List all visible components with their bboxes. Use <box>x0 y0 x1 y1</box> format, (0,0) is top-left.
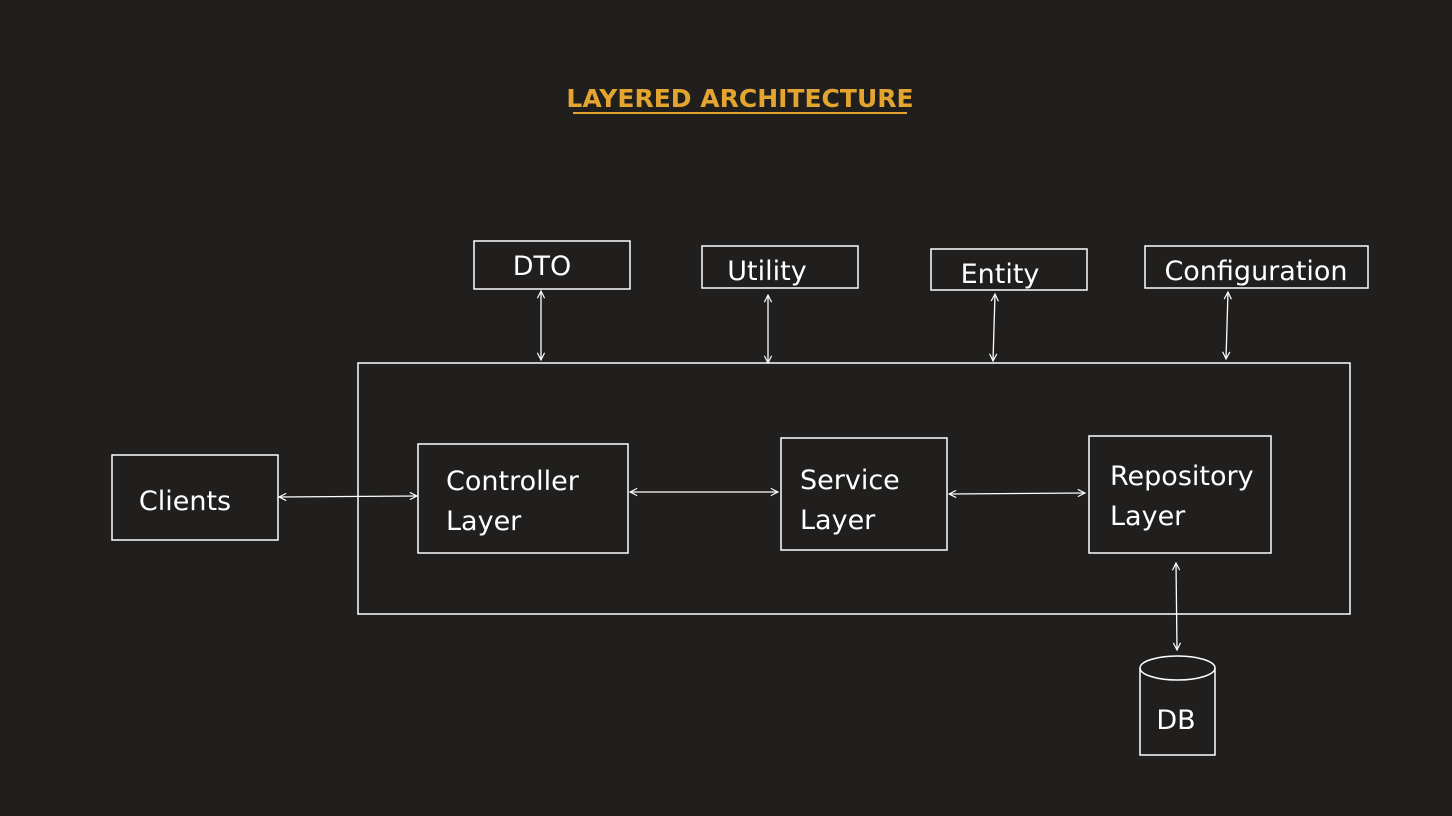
dto-label: DTO <box>513 251 572 282</box>
database-label: DB <box>1156 705 1195 736</box>
svg-text:Repository Layer: Repository Layer <box>1110 461 1262 532</box>
entity-arrow <box>993 294 995 361</box>
diagram-title: LAYERED ARCHITECTURE <box>566 84 913 113</box>
dto-component: DTO <box>473 240 631 290</box>
service-layer-line-2: Layer <box>800 505 876 536</box>
controller-layer-line-1: Controller <box>446 466 580 497</box>
clients-label: Clients <box>139 486 231 517</box>
svg-text:Service Layer: Service Layer <box>800 465 908 536</box>
controller-layer: Controller Layer <box>417 443 629 554</box>
service-layer: Service Layer <box>780 437 948 551</box>
application-container <box>357 362 1351 615</box>
clients-component: Clients <box>111 454 279 541</box>
utility-component: Utility <box>701 245 859 289</box>
configuration-label: Configuration <box>1164 256 1347 287</box>
repository-layer-line-1: Repository <box>1110 461 1254 492</box>
entity-component: Entity <box>930 248 1088 291</box>
utility-label: Utility <box>727 256 806 287</box>
service-repository-arrow <box>949 493 1085 494</box>
svg-text:Controller Layer: Controller Layer <box>446 466 587 537</box>
entity-label: Entity <box>961 259 1040 290</box>
repository-db-arrow <box>1176 563 1177 650</box>
database-cylinder: DB <box>1139 655 1216 756</box>
clients-controller-arrow <box>279 496 417 497</box>
service-layer-line-1: Service <box>800 465 900 496</box>
repository-layer: Repository Layer <box>1088 435 1272 554</box>
controller-layer-line-2: Layer <box>446 506 522 537</box>
configuration-component: Configuration <box>1144 245 1369 289</box>
configuration-arrow <box>1226 292 1228 359</box>
repository-layer-line-2: Layer <box>1110 501 1186 532</box>
